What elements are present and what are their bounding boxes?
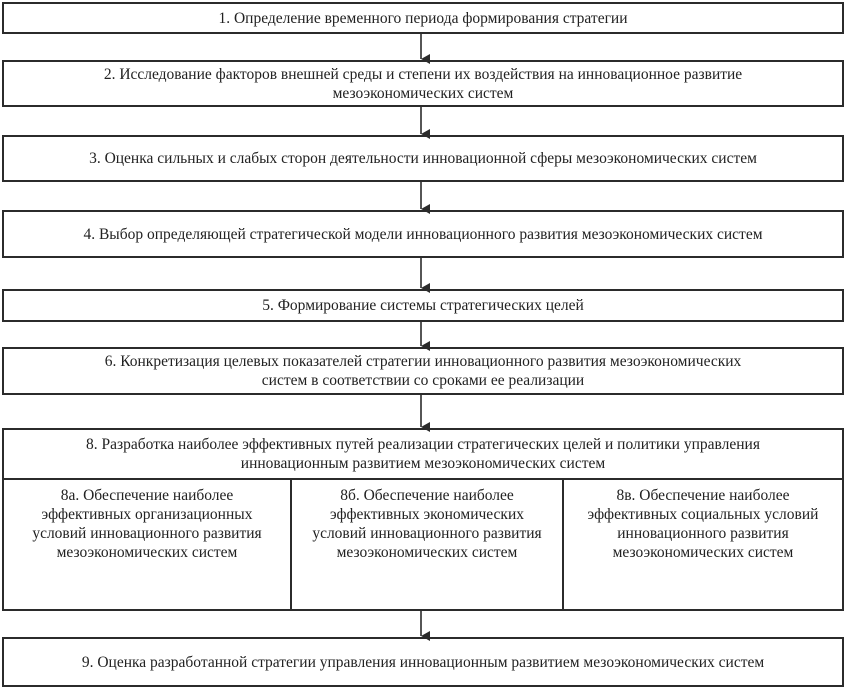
step-2-box: 2. Исследование факторов внешней среды и… bbox=[2, 60, 844, 107]
step-1-text: 1. Определение временного периода формир… bbox=[218, 9, 628, 27]
step-6-text: 6. Конкретизация целевых показателей стр… bbox=[104, 353, 742, 389]
step-8-text: 8. Разработка наиболее эффективных путей… bbox=[86, 436, 760, 472]
step-8b-text: 8б. Обеспечение наиболее эффективных эко… bbox=[312, 487, 542, 561]
step-5-box: 5. Формирование системы стратегических ц… bbox=[2, 289, 844, 322]
step-6-box: 6. Конкретизация целевых показателей стр… bbox=[2, 347, 844, 395]
step-2-text: 2. Исследование факторов внешней среды и… bbox=[103, 65, 743, 102]
step-8a-box: 8а. Обеспечение наиболее эффективных орг… bbox=[4, 478, 290, 609]
step-3-text: 3. Оценка сильных и слабых сторон деятел… bbox=[89, 150, 757, 167]
step-8c-text: 8в. Обеспечение наиболее эффективных соц… bbox=[587, 487, 819, 561]
step-1-box: 1. Определение временного периода формир… bbox=[2, 2, 844, 34]
step-8a-text: 8а. Обеспечение наиболее эффективных орг… bbox=[32, 487, 262, 561]
step-9-text: 9. Оценка разработанной стратегии управл… bbox=[81, 653, 765, 671]
step-8c-box: 8в. Обеспечение наиболее эффективных соц… bbox=[562, 478, 842, 609]
step-3-box: 3. Оценка сильных и слабых сторон деятел… bbox=[2, 135, 844, 182]
step-5-text: 5. Формирование системы стратегических ц… bbox=[262, 297, 584, 314]
step-8-box: 8. Разработка наиболее эффективных путей… bbox=[2, 428, 844, 480]
step-4-text: 4. Выбор определяющей стратегической мод… bbox=[83, 225, 763, 243]
step-8-substeps: 8а. Обеспечение наиболее эффективных орг… bbox=[2, 478, 844, 611]
step-8b-box: 8б. Обеспечение наиболее эффективных эко… bbox=[290, 478, 562, 609]
step-9-box: 9. Оценка разработанной стратегии управл… bbox=[2, 637, 844, 687]
step-4-box: 4. Выбор определяющей стратегической мод… bbox=[2, 210, 844, 258]
